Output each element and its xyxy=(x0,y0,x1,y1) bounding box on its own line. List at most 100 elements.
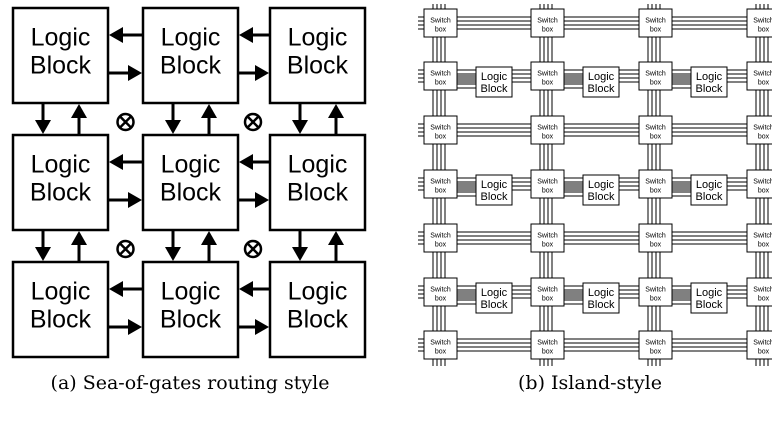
routing-arrow-head xyxy=(239,281,253,297)
routing-arrow-head xyxy=(328,231,344,245)
routing-arrow-head xyxy=(292,247,308,261)
logic-block xyxy=(268,6,367,105)
switch-box xyxy=(423,115,458,145)
switch-cross xyxy=(246,242,260,256)
routing-arrow-head xyxy=(35,247,51,261)
switch-box xyxy=(746,223,772,253)
switch-box xyxy=(530,169,565,199)
island-logic-block xyxy=(582,66,620,98)
switch-box xyxy=(638,277,673,307)
switch-box xyxy=(530,8,565,38)
switch-cross xyxy=(119,242,132,256)
switch-box xyxy=(746,115,772,145)
switch-box xyxy=(423,169,458,199)
switch-box xyxy=(638,169,673,199)
routing-arrow-head xyxy=(255,192,269,208)
routing-arrow-head xyxy=(201,104,217,118)
routing-arrow-head xyxy=(128,319,142,335)
switch-box xyxy=(423,223,458,253)
island-logic-block xyxy=(690,282,728,314)
caption-sea-of-gates: (a) Sea-of-gates routing style xyxy=(50,372,330,394)
logic-block xyxy=(141,6,240,105)
island-logic-block xyxy=(475,174,513,206)
island-logic-block xyxy=(690,174,728,206)
routing-arrow-head xyxy=(165,247,181,261)
island-logic-block xyxy=(475,66,513,98)
switch-box xyxy=(423,330,458,360)
logic-block xyxy=(11,260,110,359)
switch-cross xyxy=(246,115,260,129)
routing-arrow-head xyxy=(201,231,217,245)
routing-arrow-head xyxy=(109,154,123,170)
switch-box xyxy=(638,223,673,253)
routing-arrow-head xyxy=(328,104,344,118)
routing-arrow-head xyxy=(35,120,51,134)
switch-box xyxy=(530,330,565,360)
logic-block xyxy=(11,6,110,105)
island-logic-block xyxy=(475,282,513,314)
switch-box xyxy=(530,115,565,145)
switch-box xyxy=(638,115,673,145)
logic-block xyxy=(141,133,240,232)
island-logic-block xyxy=(690,66,728,98)
switch-box xyxy=(423,277,458,307)
switch-cross xyxy=(119,115,132,129)
logic-block xyxy=(268,260,367,359)
switch-box xyxy=(638,61,673,91)
island-logic-block xyxy=(582,174,620,206)
switch-box xyxy=(530,61,565,91)
routing-arrow-head xyxy=(128,192,142,208)
routing-arrow-head xyxy=(71,104,87,118)
routing-arrow-head xyxy=(109,27,123,43)
routing-arrow-head xyxy=(255,319,269,335)
logic-block xyxy=(141,260,240,359)
switch-box xyxy=(746,8,772,38)
switch-box xyxy=(530,277,565,307)
island-logic-block xyxy=(582,282,620,314)
switch-box xyxy=(638,8,673,38)
routing-arrow-head xyxy=(128,65,142,81)
